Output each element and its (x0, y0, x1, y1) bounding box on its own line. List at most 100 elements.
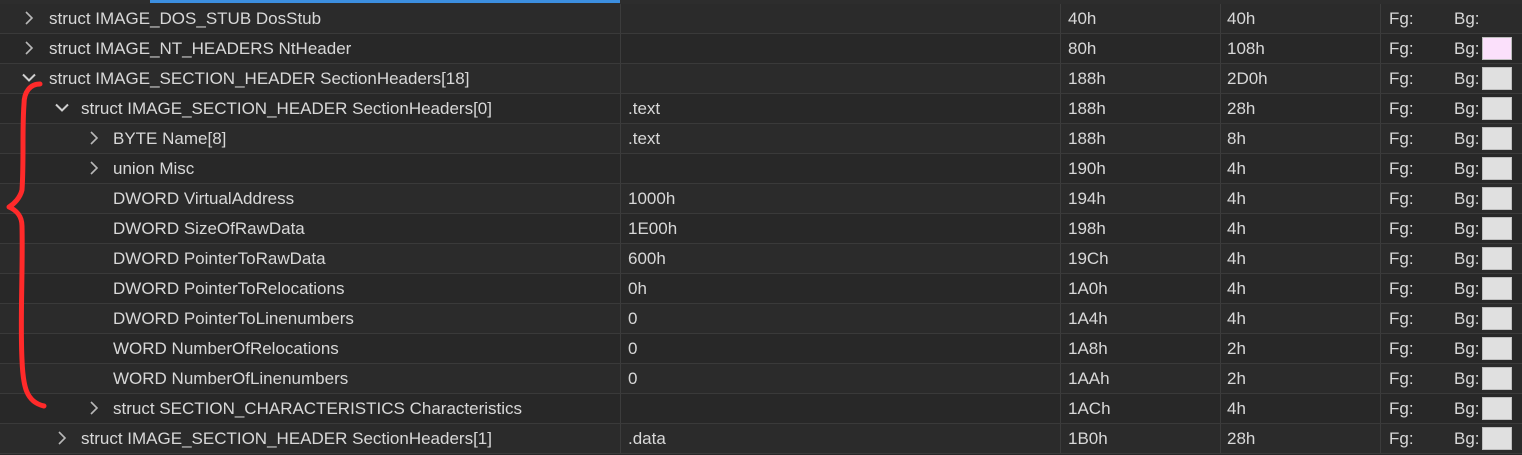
color-cell: Fg: Bg: (1381, 4, 1522, 33)
value-cell: 1000h (621, 184, 1061, 213)
bg-color-swatch[interactable] (1482, 127, 1512, 150)
chevron-right-icon[interactable] (87, 131, 101, 145)
name-cell: DWORD PointerToRawData (0, 244, 621, 273)
bg-color-swatch[interactable] (1482, 157, 1512, 180)
field-name-label: union Misc (113, 159, 195, 178)
start-cell: 1A4h (1061, 304, 1221, 333)
tree-row[interactable]: struct IMAGE_SECTION_HEADER SectionHeade… (0, 94, 1522, 124)
bg-label: Bg: (1454, 309, 1480, 328)
chevron-right-icon[interactable] (55, 431, 69, 445)
chevron-right-icon[interactable] (22, 11, 36, 25)
value-cell: 0h (621, 274, 1061, 303)
start-cell: 194h (1061, 184, 1221, 213)
name-cell: struct SECTION_CHARACTERISTICS Character… (0, 394, 621, 423)
value-cell: 0 (621, 304, 1061, 333)
bg-label: Bg: (1454, 9, 1480, 28)
size-cell: 4h (1221, 304, 1381, 333)
size-cell: 28h (1221, 94, 1381, 123)
bg-color-swatch[interactable] (1482, 187, 1512, 210)
fg-label: Fg: (1389, 339, 1414, 358)
chevron-down-icon[interactable] (55, 101, 69, 115)
fg-label: Fg: (1389, 99, 1414, 118)
name-cell: struct IMAGE_SECTION_HEADER SectionHeade… (0, 64, 621, 93)
fg-label: Fg: (1389, 219, 1414, 238)
size-cell: 2h (1221, 364, 1381, 393)
bg-color-swatch[interactable] (1482, 247, 1512, 270)
start-cell: 188h (1061, 64, 1221, 93)
size-cell: 8h (1221, 124, 1381, 153)
chevron-right-icon[interactable] (87, 161, 101, 175)
size-cell: 108h (1221, 34, 1381, 63)
bg-color-swatch[interactable] (1482, 367, 1512, 390)
start-cell: 40h (1061, 4, 1221, 33)
color-cell: Fg:Bg: (1381, 394, 1522, 423)
color-cell: Fg:Bg: (1381, 34, 1522, 63)
bg-label: Bg: (1454, 279, 1480, 298)
tree-row[interactable]: struct SECTION_CHARACTERISTICS Character… (0, 394, 1522, 424)
value-cell (621, 4, 1061, 33)
field-name-label: struct SECTION_CHARACTERISTICS Character… (113, 399, 523, 418)
name-cell: DWORD PointerToLinenumbers (0, 304, 621, 333)
color-cell: Fg:Bg: (1381, 124, 1522, 153)
value-cell: 0 (621, 364, 1061, 393)
tree-row[interactable]: struct IMAGE_SECTION_HEADER SectionHeade… (0, 64, 1522, 94)
name-cell: struct IMAGE_DOS_STUB DosStub (0, 4, 621, 33)
color-cell: Fg:Bg: (1381, 244, 1522, 273)
fg-label: Fg: (1389, 189, 1414, 208)
bg-label: Bg: (1454, 369, 1480, 388)
bg-color-swatch[interactable] (1482, 217, 1512, 240)
bg-label: Bg: (1454, 339, 1480, 358)
fg-label: Fg: (1389, 399, 1414, 418)
value-cell: .data (621, 424, 1061, 453)
color-cell: Fg: Bg: (1381, 334, 1522, 363)
start-cell: 1ACh (1061, 394, 1221, 423)
bg-label: Bg: (1454, 39, 1480, 58)
bg-color-swatch[interactable] (1482, 97, 1512, 120)
bg-color-swatch[interactable] (1482, 277, 1512, 300)
start-cell: 19Ch (1061, 244, 1221, 273)
name-cell: union Misc (0, 154, 621, 183)
bg-color-swatch[interactable] (1482, 37, 1512, 60)
fg-label: Fg: (1389, 69, 1414, 88)
name-cell: WORD NumberOfLinenumbers (0, 364, 621, 393)
value-cell (621, 394, 1061, 423)
chevron-down-icon[interactable] (22, 71, 36, 85)
chevron-right-icon[interactable] (22, 41, 36, 55)
field-name-label: DWORD SizeOfRawData (113, 219, 305, 238)
chevron-right-icon[interactable] (87, 401, 101, 415)
field-name-label: WORD NumberOfRelocations (113, 339, 339, 358)
bg-color-swatch[interactable] (1482, 427, 1512, 450)
start-cell: 188h (1061, 124, 1221, 153)
fg-label: Fg: (1389, 9, 1414, 28)
color-cell: Fg:Bg: (1381, 364, 1522, 393)
start-cell: 1B0h (1061, 424, 1221, 453)
bg-color-swatch[interactable] (1482, 307, 1512, 330)
field-name-label: struct IMAGE_SECTION_HEADER SectionHeade… (81, 429, 492, 448)
bg-color-swatch[interactable] (1482, 67, 1512, 90)
name-cell: DWORD SizeOfRawData (0, 214, 621, 243)
field-name-label: DWORD VirtualAddress (113, 189, 295, 208)
size-cell: 4h (1221, 184, 1381, 213)
name-cell: BYTE Name[8] (0, 124, 621, 153)
fg-label: Fg: (1389, 249, 1414, 268)
color-cell: Fg:Bg: (1381, 304, 1522, 333)
value-cell (621, 154, 1061, 183)
name-cell: struct IMAGE_SECTION_HEADER SectionHeade… (0, 94, 621, 123)
bg-color-swatch[interactable] (1482, 337, 1512, 360)
tree-row[interactable]: struct IMAGE_SECTION_HEADER SectionHeade… (0, 424, 1522, 454)
start-cell: 190h (1061, 154, 1221, 183)
bg-color-swatch[interactable] (1482, 397, 1512, 420)
header-edge (0, 0, 1522, 4)
field-name-label: DWORD PointerToRawData (113, 249, 326, 268)
